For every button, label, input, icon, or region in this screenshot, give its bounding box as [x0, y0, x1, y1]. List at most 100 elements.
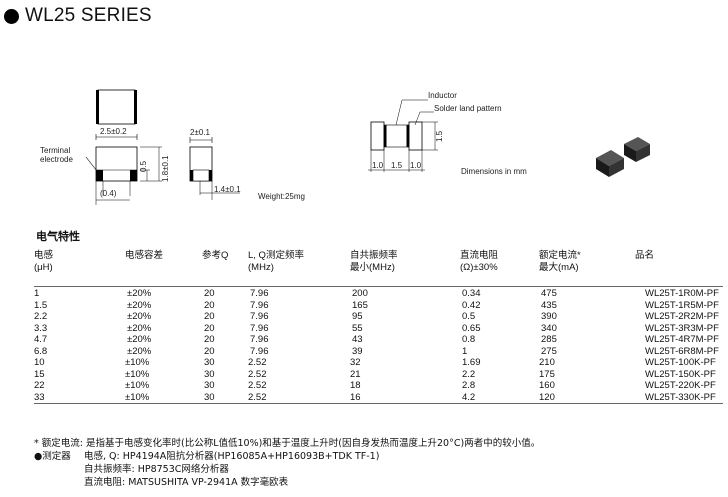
cell-part-number: WL25T-4R7M-PF: [645, 334, 719, 346]
cell-q: 20: [204, 299, 215, 311]
land-dim-3: 1.0: [410, 161, 422, 170]
cell-srf: 55: [352, 322, 363, 334]
cell-part-number: WL25T-2R2M-PF: [645, 311, 719, 323]
cell-q: 20: [204, 288, 215, 300]
cell-tolerance: ±20%: [127, 322, 152, 334]
dim-side-text: 2±0.1: [190, 128, 211, 137]
cell-inductance: 4.7: [34, 334, 48, 346]
top-view: [96, 89, 137, 125]
cell-dcr: 2.2: [462, 368, 476, 380]
cell-q: 30: [204, 380, 215, 392]
cell-q: 30: [202, 391, 248, 404]
cell-inductance: 2.2: [34, 311, 48, 323]
cell-rated-current: 390: [541, 311, 557, 323]
cell-test-freq: 2.52: [248, 380, 267, 392]
cell-dcr: 1.69: [462, 357, 481, 369]
cell-srf: 200: [352, 288, 368, 300]
instrument-line-2: 自共振频率: HP8753C网络分析器: [84, 464, 229, 475]
cell-tolerance: ±20%: [127, 334, 152, 346]
cell-tolerance: ±10%: [125, 357, 150, 369]
dim-height-text: 1.8±0.1: [161, 155, 170, 182]
cell-srf: 21: [350, 368, 361, 380]
cell-dcr: 0.5: [462, 311, 476, 323]
dim-bottom-text: 1.4±0.1: [214, 185, 241, 194]
rated-current-note: * 额定电流: 是指基于电感变化率时(比公称L值低10%)和基于温度上升时(因自…: [34, 438, 541, 449]
cell-inductance: 1: [34, 288, 40, 300]
cell-tolerance: ±20%: [127, 345, 152, 357]
cell-part-number: WL25T-220K-PF: [645, 380, 716, 392]
dim-gap-text: (0.4): [100, 189, 117, 198]
land-dim-2: 1.5: [391, 161, 403, 170]
header-q: 参考Q: [202, 248, 248, 287]
cell-dcr: 0.42: [462, 299, 481, 311]
dimension-drawing: 2.5±0.2 Terminal electrode 0.5 1.8±0.1 (…: [0, 0, 728, 225]
page-title: WL25 SERIES: [25, 5, 152, 26]
cell-dcr: 0.8: [462, 334, 476, 346]
cell-q: 20: [204, 345, 215, 357]
cell-test-freq: 2.52: [248, 368, 267, 380]
series-header: WL25 SERIES: [4, 4, 152, 28]
label-solder: Solder land pattern: [434, 104, 502, 113]
header-tolerance: 电感容差: [125, 248, 202, 287]
header-test-freq: L, Q测定频率(MHz): [248, 248, 350, 287]
cell-srf: 95: [352, 311, 363, 323]
cell-tolerance: ±20%: [127, 299, 152, 311]
table-row: 1.5 ±20% 20 7.96 165 0.42 435 WL25T-1R5M-PF: [34, 300, 723, 312]
cell-inductance: 33: [34, 391, 125, 404]
label-inductor: Inductor: [428, 91, 457, 100]
cell-rated-current: 475: [541, 288, 557, 300]
cell-test-freq: 2.52: [248, 391, 350, 404]
cell-part-number: WL25T-100K-PF: [645, 357, 716, 369]
cell-srf: 165: [352, 299, 368, 311]
instrument-line-3: 直流电阻: MATSUSHITA VP-2941A 数字毫欧表: [84, 477, 289, 488]
cell-dcr: 2.8: [462, 380, 476, 392]
land-dim-height: 1.5: [435, 130, 444, 142]
cell-test-freq: 7.96: [250, 322, 269, 334]
cell-tolerance: ±10%: [125, 368, 150, 380]
cell-dcr: 0.34: [462, 288, 481, 300]
cell-test-freq: 7.96: [250, 288, 269, 300]
cell-rated-current: 340: [541, 322, 557, 334]
cell-tolerance: ±20%: [127, 288, 152, 300]
cell-inductance: 1.5: [34, 299, 48, 311]
cell-inductance: 6.8: [34, 345, 48, 357]
cell-rated-current: 275: [541, 345, 557, 357]
cell-rated-current: 120: [539, 391, 635, 404]
cell-q: 30: [204, 357, 215, 369]
cell-rated-current: 175: [539, 368, 555, 380]
cell-srf: 16: [350, 391, 460, 404]
section-title: 电气特性: [36, 230, 80, 243]
electrical-spec-table: 电感(μH) 电感容差 参考Q L, Q测定频率(MHz) 自共振频率最小(MH…: [34, 248, 723, 404]
cell-tolerance: ±10%: [125, 380, 150, 392]
cell-srf: 39: [352, 345, 363, 357]
cell-srf: 32: [350, 357, 361, 369]
cell-rated-current: 435: [541, 299, 557, 311]
weight-text: Weight:25mg: [258, 192, 305, 201]
dimension-drawing-svg: 2.5±0.2 Terminal electrode 0.5 1.8±0.1 (…: [40, 89, 650, 205]
bullet-icon: [4, 8, 19, 24]
label-electrode: electrode: [40, 155, 73, 164]
dimensions-note: Dimensions in mm: [461, 167, 527, 176]
cell-test-freq: 7.96: [250, 299, 269, 311]
cell-srf: 43: [352, 334, 363, 346]
cell-test-freq: 7.96: [250, 311, 269, 323]
cell-q: 30: [204, 368, 215, 380]
cell-part-number: WL25T-1R5M-PF: [645, 299, 719, 311]
dim-pad-text: 0.5: [139, 160, 148, 172]
cell-test-freq: 2.52: [248, 357, 267, 369]
cell-dcr: 0.65: [462, 322, 481, 334]
header-inductance: 电感(μH): [34, 248, 125, 287]
cell-dcr: 4.2: [460, 391, 539, 404]
cell-srf: 18: [350, 380, 361, 392]
cell-inductance: 3.3: [34, 322, 48, 334]
cell-rated-current: 210: [539, 357, 555, 369]
cell-tolerance: ±10%: [125, 391, 202, 404]
